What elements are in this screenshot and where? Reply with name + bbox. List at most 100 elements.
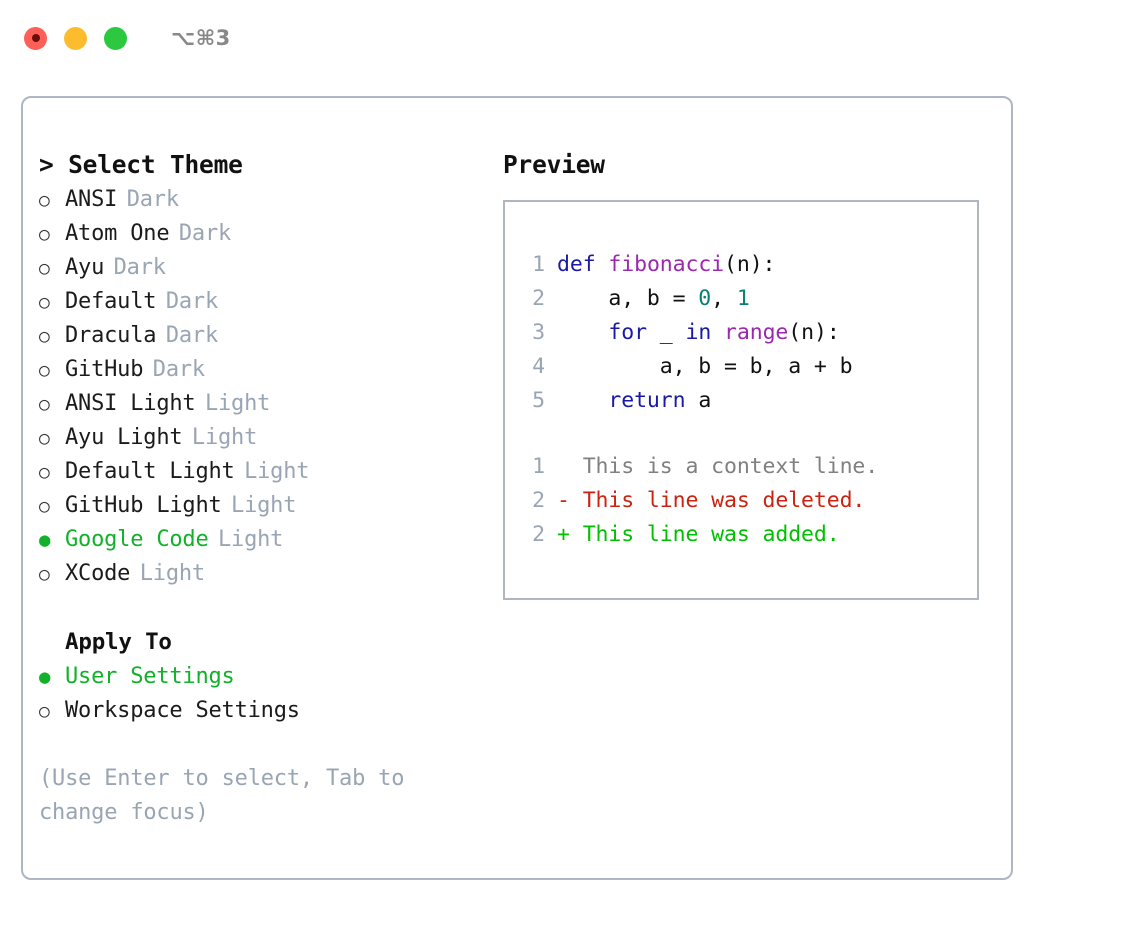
- theme-variant-tag: Light: [218, 527, 284, 552]
- diff-line: 2 + This line was added.: [519, 518, 977, 552]
- theme-variant-tag: Dark: [126, 187, 179, 212]
- code-token: fibonacci: [608, 252, 725, 277]
- diff-line-number: 2: [532, 488, 545, 513]
- diff-line: 2 - This line was deleted.: [519, 484, 977, 518]
- code-token: in: [685, 320, 712, 345]
- theme-option-label: Default Light: [65, 459, 235, 484]
- code-token: (n):: [788, 320, 840, 345]
- theme-variant-tag: Dark: [178, 221, 232, 246]
- theme-option[interactable]: ○ ANSI Dark: [39, 183, 485, 217]
- theme-option-label: ANSI: [65, 187, 118, 212]
- code-token: [557, 388, 608, 413]
- apply-to-option[interactable]: ○Workspace Settings: [39, 694, 485, 728]
- theme-variant-tag: Light: [139, 561, 205, 586]
- radio-unselected-icon: ○: [39, 462, 50, 483]
- code-gap: [519, 418, 977, 450]
- radio-unselected-icon: ○: [39, 326, 50, 347]
- radio-unselected-icon: ○: [39, 701, 50, 722]
- code-token: return: [608, 388, 686, 413]
- theme-option-label: GitHub: [65, 357, 144, 382]
- close-window-icon[interactable]: [24, 26, 47, 50]
- theme-option-label: Ayu: [65, 255, 105, 280]
- code-line-text: a, b = 0, 1: [557, 282, 749, 316]
- theme-variant-tag: Dark: [152, 357, 205, 382]
- diff-line-number: 2: [532, 522, 545, 547]
- code-line-text: def fibonacci(n):: [557, 248, 776, 282]
- maximize-window-icon[interactable]: [104, 26, 127, 50]
- diff-line-text: + This line was added.: [557, 522, 840, 547]
- diff-line-text: - This line was deleted.: [557, 488, 866, 513]
- select-theme-heading: > Select Theme: [39, 150, 243, 179]
- radio-unselected-icon: ○: [39, 190, 50, 211]
- code-line: 5 return a: [519, 384, 977, 418]
- code-token: 0: [698, 286, 712, 311]
- radio-unselected-icon: ○: [39, 292, 50, 313]
- theme-option-label: Atom One: [65, 221, 170, 246]
- window-controls: [24, 26, 127, 50]
- theme-variant-tag: Light: [204, 391, 271, 416]
- radio-unselected-icon: ○: [39, 360, 50, 381]
- theme-option[interactable]: ○ Ayu Dark: [39, 251, 485, 285]
- code-line-number: 2: [532, 286, 545, 311]
- code-token: [711, 320, 724, 345]
- theme-option[interactable]: ○ Atom One Dark: [39, 217, 485, 251]
- code-token: a, b = b, a + b: [557, 354, 853, 379]
- section-spacer: [39, 591, 485, 625]
- radio-selected-icon: ●: [39, 666, 51, 688]
- code-token: for: [608, 320, 647, 345]
- theme-variant-tag: Dark: [165, 323, 219, 348]
- theme-variant-tag: Light: [191, 425, 258, 450]
- theme-option-label: Dracula: [65, 323, 157, 348]
- apply-to-heading: Apply To: [65, 629, 172, 655]
- code-token: range: [724, 320, 789, 345]
- code-token: [557, 320, 608, 345]
- code-token: a, b =: [557, 286, 699, 311]
- diff-line-number: 1: [532, 454, 545, 479]
- code-line: 3 for _ in range(n):: [519, 316, 977, 350]
- radio-unselected-icon: ○: [39, 258, 50, 279]
- code-line-number: 3: [532, 320, 545, 345]
- code-line-number: 1: [532, 252, 545, 277]
- code-line-text: return a: [557, 384, 711, 418]
- theme-variant-tag: Dark: [113, 255, 166, 280]
- theme-option[interactable]: ○ GitHub Light Light: [39, 489, 485, 523]
- theme-variant-tag: Dark: [165, 289, 219, 314]
- radio-unselected-icon: ○: [39, 564, 50, 585]
- radio-unselected-icon: ○: [39, 394, 50, 415]
- code-token: a: [685, 388, 712, 413]
- code-line-text: a, b = b, a + b: [557, 350, 853, 384]
- code-line-text: for _ in range(n):: [557, 316, 840, 350]
- code-line: 4 a, b = b, a + b: [519, 350, 977, 384]
- code-token: def: [557, 252, 596, 277]
- theme-option[interactable]: ○ GitHub Dark: [39, 353, 485, 387]
- code-token: (n):: [724, 252, 776, 277]
- radio-selected-icon: ●: [39, 529, 51, 551]
- radio-unselected-icon: ○: [39, 496, 50, 517]
- theme-option-label: Ayu Light: [65, 425, 183, 450]
- theme-option[interactable]: ○ XCode Light: [39, 557, 485, 591]
- theme-option-label: GitHub Light: [65, 493, 222, 518]
- theme-option[interactable]: ○ Dracula Dark: [39, 319, 485, 353]
- code-line-number: 5: [532, 388, 545, 413]
- theme-variant-tag: Light: [231, 493, 297, 518]
- theme-option-label: ANSI Light: [65, 391, 196, 416]
- code-token: [596, 252, 609, 277]
- apply-to-option-label: User Settings: [65, 664, 235, 689]
- minimize-window-icon[interactable]: [64, 26, 87, 50]
- theme-option[interactable]: ○ Ayu Light Light: [39, 421, 485, 455]
- code-token: ,: [711, 286, 737, 311]
- radio-unselected-icon: ○: [39, 224, 50, 245]
- theme-option-label: XCode: [65, 561, 131, 586]
- radio-unselected-icon: ○: [39, 428, 50, 449]
- shortcut-label: ⌥⌘3: [171, 26, 231, 50]
- apply-to-option[interactable]: ● User Settings: [39, 660, 485, 694]
- theme-option[interactable]: ○ ANSI Light Light: [39, 387, 485, 421]
